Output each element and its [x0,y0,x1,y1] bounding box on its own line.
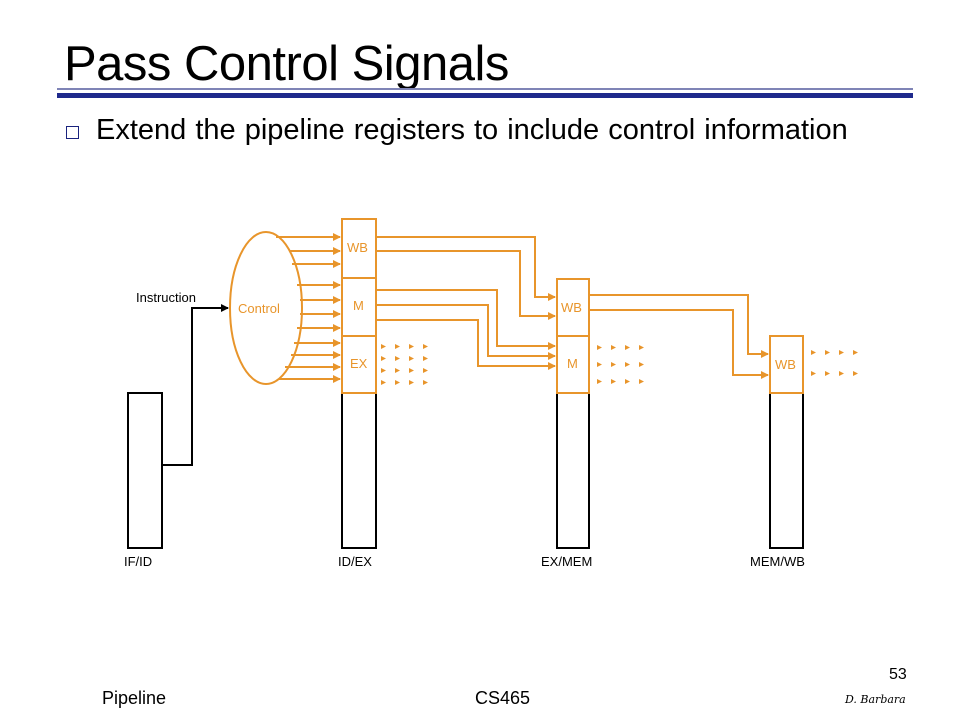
memwb-wb-label: WB [775,357,796,372]
exmem-m-label: M [567,356,578,371]
instruction-label: Instruction [136,290,196,305]
wb-signal-dots [811,350,858,376]
exmem-to-memwb-wires [589,294,769,379]
exmem-control-fields [556,278,590,394]
idex-register [341,392,377,549]
exmem-label: EX/MEM [541,554,592,569]
bullet-text: Extend the pipeline registers to include… [96,114,848,146]
footer-course: CS465 [475,688,531,708]
exmem-wb-label: WB [561,300,582,315]
exmem-register [556,392,590,549]
title-rule-thick [57,93,913,98]
control-label: Control [238,301,280,316]
control-unit [229,231,303,385]
ex-signal-dots [381,344,428,385]
bullet-square-icon [66,126,79,139]
idex-wb-label: WB [347,240,368,255]
memwb-register [769,392,804,549]
slide-title: Pass Control Signals [64,37,509,91]
memwb-label: MEM/WB [750,554,805,569]
page-number: 53 [889,666,907,683]
ifid-label: IF/ID [124,554,152,569]
author: D. Barbara [845,693,906,706]
control-output-arrows [276,233,341,383]
ifid-register [127,392,163,549]
idex-to-exmem-wires [376,236,556,370]
mem-signal-dots [597,345,644,384]
footer-topic: Pipeline [102,688,167,708]
memwb-control-field [769,335,804,394]
idex-label: ID/EX [338,554,372,569]
idex-ex-label: EX [350,356,368,371]
instruction-wire [162,304,229,466]
title-rule [57,88,913,90]
idex-m-label: M [353,298,364,313]
